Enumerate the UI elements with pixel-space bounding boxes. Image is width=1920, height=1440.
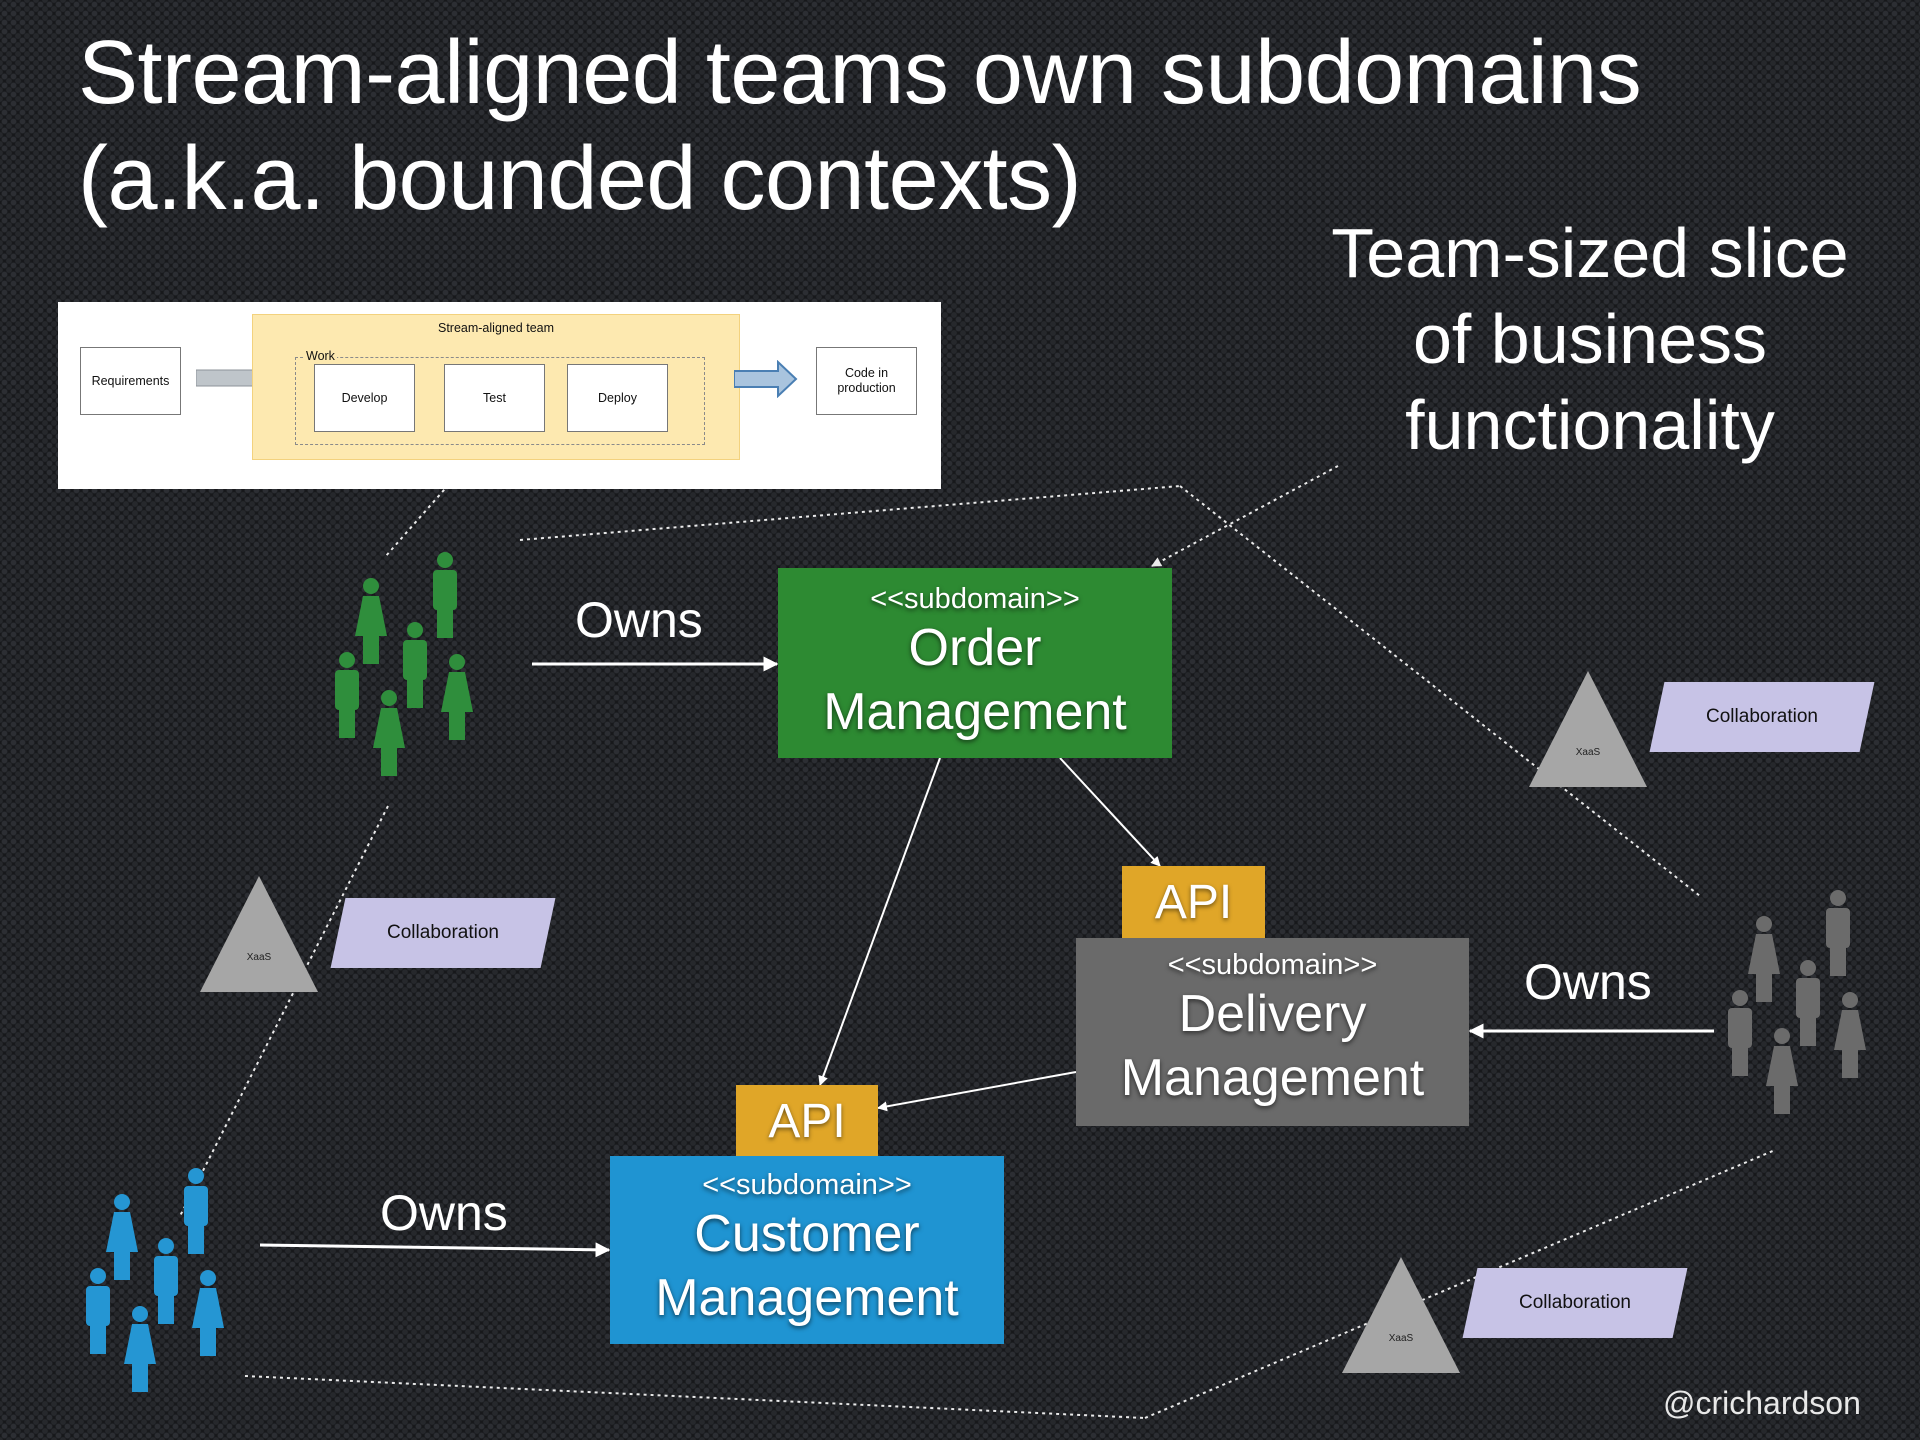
collaboration-label-1: Collaboration [387,922,499,943]
delivery-name-line-1: Delivery [1178,985,1367,1043]
delivery-to-customer-arrow [877,1071,1077,1112]
triangle-icon [200,876,318,992]
order-to-customer-arrow [818,757,941,1086]
xaas-triangle-2: XaaS [1528,669,1648,789]
person-icon [441,654,473,740]
person-icon [1834,992,1866,1078]
xaas-triangle-3: XaaS [1341,1255,1461,1375]
gray-team-people-icon [1728,890,1866,1114]
owns-label-gray: Owns [1524,954,1652,1010]
xaas-label-2: XaaS [1575,747,1601,758]
test-box: Test [444,364,545,432]
collaboration-label-3: Collaboration [1519,1292,1631,1313]
customer-stereotype: <<subdomain>> [702,1169,912,1201]
order-stereotype: <<subdomain>> [870,583,1080,615]
customer-management-subdomain: <<subdomain>> Customer Management [610,1156,1004,1344]
person-icon [335,652,359,738]
order-management-subdomain: <<subdomain>> Order Management [778,568,1172,758]
boundary-line-right-diagonal [1179,485,1701,897]
requirements-box: Requirements [80,347,181,415]
delivery-management-subdomain: <<subdomain>> Delivery Management [1076,938,1469,1126]
xaas-triangle-1: XaaS [199,874,319,994]
delivery-name-line-2: Management [1120,1049,1425,1107]
collaboration-box-3: Collaboration [1462,1268,1688,1338]
person-icon [1826,890,1850,976]
person-icon [86,1268,110,1354]
person-icon [373,690,405,776]
person-icon [106,1194,138,1280]
boundary-line-top [519,485,1181,541]
person-icon [355,578,387,664]
green-team-people-icon [335,552,473,776]
code-in-production-line-2: production [837,381,896,395]
delivery-stereotype: <<subdomain>> [1167,949,1378,981]
slide-title-line-2: (a.k.a. bounded contexts) [78,129,1082,229]
stream-aligned-team-inset: Requirements Stream-aligned team Work De… [58,302,941,489]
slice-caption-line-3: functionality [1405,386,1775,464]
customer-name-line-2: Management [655,1269,959,1327]
order-name-line-1: Order [908,619,1042,677]
slice-caption-line-2: of business [1412,300,1768,378]
person-icon [433,552,457,638]
stream-aligned-team-label: Stream-aligned team [437,321,555,335]
boundary-line-left-diagonal [179,805,389,1217]
triangle-icon [1529,671,1647,787]
person-icon [1766,1028,1798,1114]
code-in-production-line-1: Code in [844,366,889,380]
slide-title-line-1: Stream-aligned teams own subdomains [78,23,1642,123]
xaas-label-1: XaaS [246,952,272,963]
develop-box: Develop [314,364,415,432]
person-icon [1728,990,1752,1076]
order-name-line-2: Management [823,683,1127,741]
person-icon [124,1306,156,1392]
person-icon [403,622,427,708]
inset-arrow-in-icon [196,369,254,387]
collaboration-box-1: Collaboration [330,898,556,968]
owns-label-blue: Owns [380,1185,508,1241]
caption-pointer-line [1151,465,1339,567]
order-to-delivery-arrow [1059,757,1161,867]
person-icon [184,1168,208,1254]
deploy-box: Deploy [567,364,668,432]
xaas-label-3: XaaS [1388,1333,1414,1344]
boundary-line-bottom-right [1144,1149,1776,1419]
person-icon [154,1238,178,1324]
customer-api-box: API [736,1085,878,1159]
owns-label-green: Owns [575,592,703,648]
delivery-api-box: API [1122,866,1265,940]
person-icon [192,1270,224,1356]
slice-caption-line-1: Team-sized slice [1331,214,1849,292]
collaboration-box-2: Collaboration [1649,682,1875,752]
person-icon [1748,916,1780,1002]
triangle-icon [1342,1257,1460,1373]
person-icon [1796,960,1820,1046]
blue-team-people-icon [86,1168,224,1392]
customer-name-line-1: Customer [694,1205,920,1263]
owns-arrow-blue [259,1242,611,1258]
slice-caption: Team-sized slice of business functionali… [1310,210,1870,468]
collaboration-label-2: Collaboration [1706,706,1818,727]
boundary-line-bottom [244,1375,1146,1419]
author-handle: @crichardson [1663,1385,1861,1421]
inset-arrow-out-icon [734,360,798,398]
work-box: Work [295,349,705,445]
slide-title: Stream-aligned teams own subdomains (a.k… [78,20,1678,232]
work-label: Work [304,349,337,363]
